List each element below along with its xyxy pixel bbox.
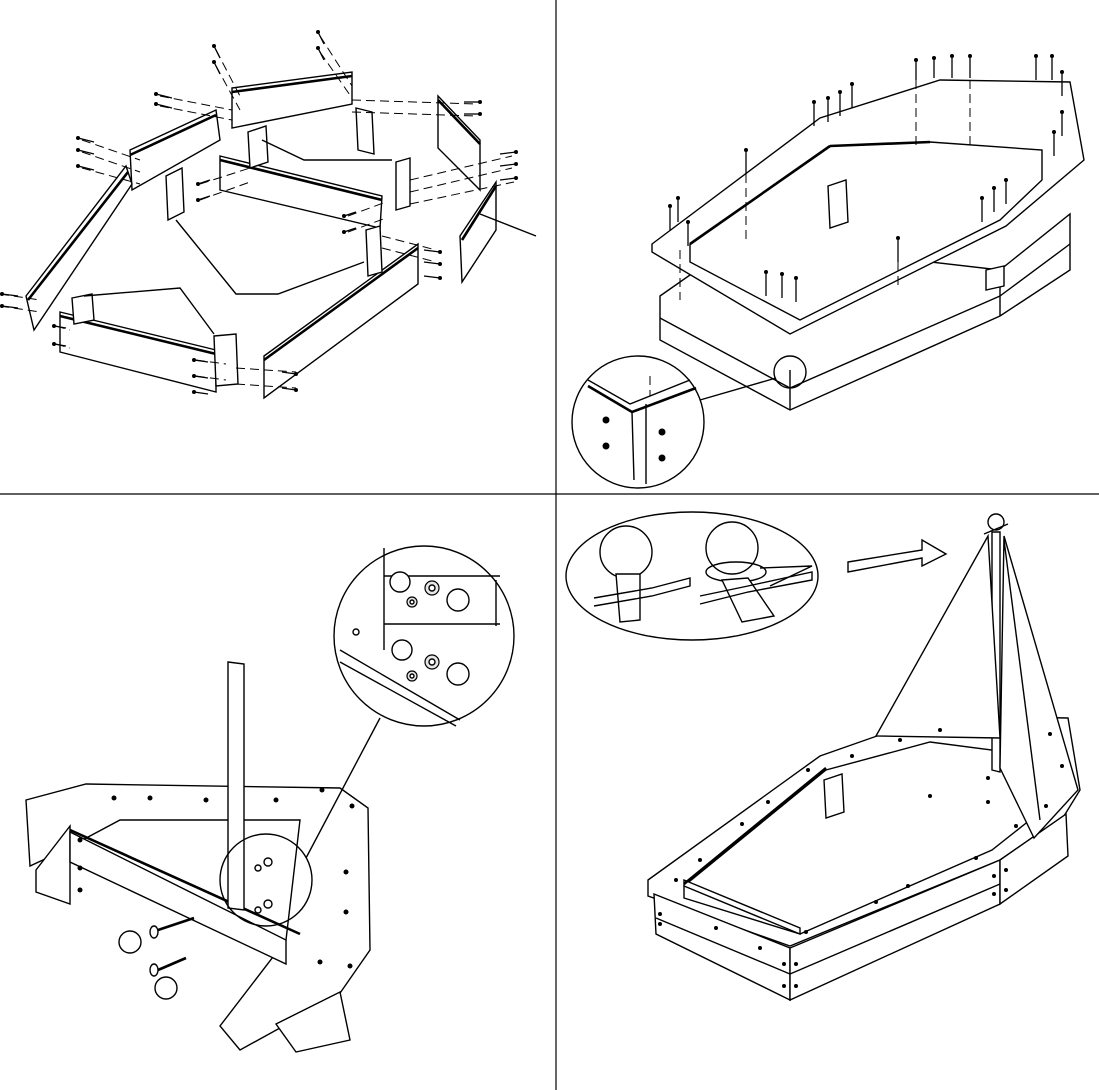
mast-ball-top [988, 514, 1004, 530]
step-3-mast-bolting [26, 546, 514, 1052]
board-back [232, 72, 352, 128]
carriage-bolts [150, 918, 194, 976]
sail-left [876, 536, 1000, 738]
leader-line-1 [176, 220, 364, 294]
mast-pole [228, 662, 244, 910]
post-6 [72, 294, 94, 324]
callout-bolt-1 [119, 931, 141, 953]
step-1-frame-assembly [0, 30, 536, 398]
post-2 [248, 126, 268, 168]
post-1 [166, 168, 184, 220]
nuts-small [255, 858, 272, 913]
step-4-sail-attachment [566, 512, 1080, 1000]
boat-support-post [824, 774, 844, 818]
support-block [986, 266, 1004, 290]
board-front-right [264, 244, 418, 398]
board-inner-edge [70, 832, 286, 964]
board-right-upper [438, 96, 480, 190]
support-post [828, 180, 848, 228]
detail-ellipse-ring-clip [566, 512, 818, 640]
sail-right [1000, 536, 1078, 838]
step-2-seat-frame-mounting [572, 54, 1084, 488]
post-5 [366, 226, 382, 276]
post-3 [356, 108, 374, 154]
detail-circle-corner [572, 356, 704, 488]
callout-bolt-2 [155, 977, 177, 999]
post-4 [396, 158, 410, 210]
post-7 [214, 334, 238, 386]
arrow-right-icon [848, 540, 946, 572]
board-front [60, 312, 216, 392]
